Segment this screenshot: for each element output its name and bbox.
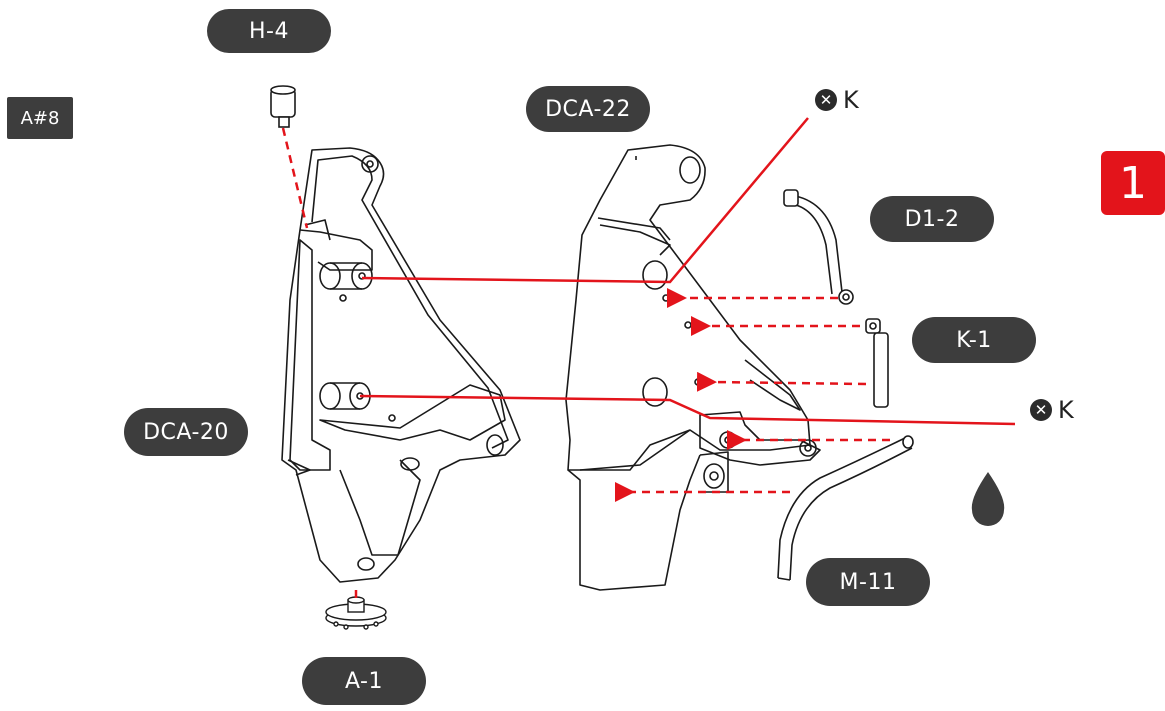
marker-label: K [843,86,859,114]
part-label-m11: M-11 [806,558,930,606]
assembly-tag: A#8 [7,97,73,139]
marker-label: K [1058,396,1074,424]
frame-dca22-drawing [565,144,821,591]
oil-drop-icon [971,472,1005,526]
part-a1-drawing [325,596,387,630]
part-label-h4: H-4 [207,9,331,53]
part-m11-drawing [777,435,914,581]
part-label-dca20: DCA-20 [124,408,248,456]
x-circle-icon: ✕ [1030,399,1052,421]
part-label-d12: D1-2 [870,196,994,242]
part-d12-drawing [783,189,854,305]
x-circle-icon: ✕ [815,89,837,111]
dashed-insertion-lines [281,127,890,600]
part-label-k1: K-1 [912,317,1036,363]
remove-marker-k-top: ✕ K [815,86,859,114]
part-label-dca22: DCA-22 [526,86,650,132]
step-number-badge: 1 [1101,151,1165,215]
part-k1-drawing [865,318,889,408]
frame-dca20-drawing [281,147,521,583]
part-h4-drawing [270,85,296,128]
alignment-lines [359,117,1016,426]
remove-marker-k-right: ✕ K [1030,396,1074,424]
part-label-a1: A-1 [302,657,426,705]
